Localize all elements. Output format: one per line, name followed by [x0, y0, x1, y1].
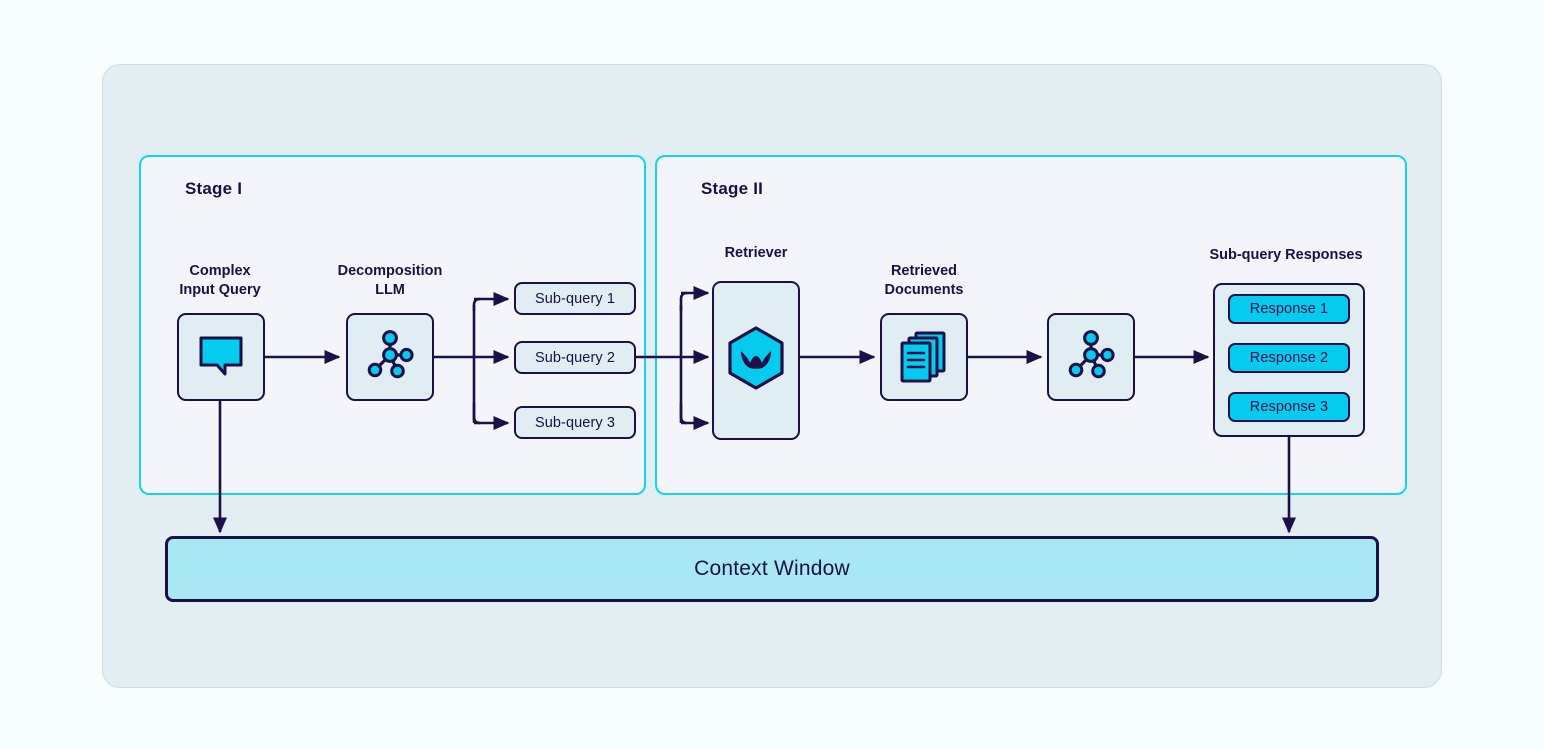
sub-query-responses-caption: Sub-query Responses: [1209, 247, 1363, 263]
speech-bubble-icon: [195, 329, 247, 386]
sub-query-1-pill[interactable]: Sub-query 1: [514, 282, 636, 315]
retriever-tile: [712, 281, 800, 440]
context-window-bar: Context Window: [165, 536, 1379, 602]
complex-input-query-caption: Complex Input Query: [179, 263, 261, 299]
decomposition-llm-tile: [346, 313, 434, 401]
hexagon-weaviate-icon: [725, 325, 787, 396]
stage-1-label: Stage I: [185, 179, 243, 198]
sub-query-3-pill[interactable]: Sub-query 3: [514, 406, 636, 439]
response-generator-tile: [1047, 313, 1135, 401]
response-1-item[interactable]: Response 1: [1228, 294, 1350, 324]
response-3-item[interactable]: Response 3: [1228, 392, 1350, 422]
decomposition-llm-caption: Decomposition LLM: [337, 263, 443, 299]
complex-input-query-tile: [177, 313, 265, 401]
retriever-caption: Retriever: [724, 245, 788, 261]
sub-query-2-pill[interactable]: Sub-query 2: [514, 341, 636, 374]
network-graph-icon: [1064, 328, 1118, 387]
stacked-documents-icon: [896, 327, 952, 388]
network-graph-icon: [363, 328, 417, 387]
response-2-item[interactable]: Response 2: [1228, 343, 1350, 373]
retrieved-documents-caption: Retrieved Documents: [884, 263, 964, 299]
retrieved-documents-tile: [880, 313, 968, 401]
stage-2-label: Stage II: [701, 179, 764, 198]
